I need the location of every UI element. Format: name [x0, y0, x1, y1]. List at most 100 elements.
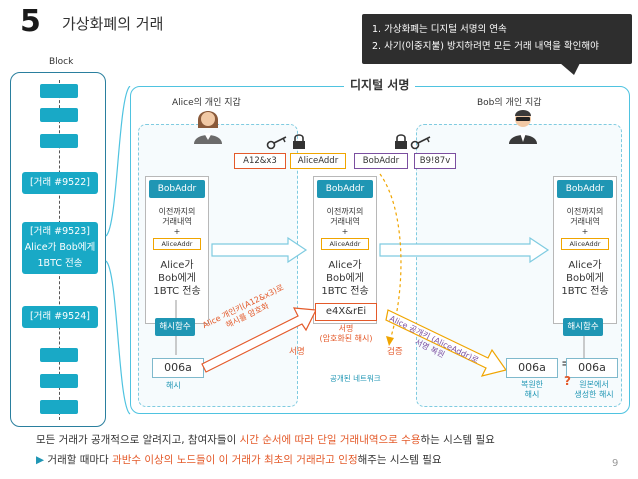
- key-icon: [410, 136, 431, 150]
- footer-text: 해주는 시스템 필요: [357, 454, 442, 466]
- restored-hash-value: 006a: [506, 358, 558, 378]
- original-caption-line: 생성한 해시: [574, 390, 614, 399]
- tx-card-network: BobAddr 이전까지의 거래내역 + AliceAddr Alice가 Bo…: [313, 176, 377, 324]
- hash-function-alice: 해시함수: [155, 318, 195, 336]
- card-recipient: BobAddr: [557, 180, 613, 198]
- card-sender-addr: AliceAddr: [321, 238, 369, 250]
- block-label: Block: [49, 57, 74, 67]
- page-title: 가상화폐의 거래: [62, 15, 164, 33]
- card-body-line: Bob에게: [566, 273, 604, 284]
- chain-block: [40, 348, 78, 362]
- card-prev-line: 이전까지의: [326, 207, 364, 216]
- card-body-line: 1BTC 전송: [561, 286, 609, 297]
- bob-wallet-title: Bob의 개인 지갑: [477, 98, 542, 108]
- card-prev-line: 거래내역: [162, 217, 192, 226]
- card-body-line: 1BTC 전송: [153, 286, 201, 297]
- chain-block: [40, 400, 78, 414]
- bob-public-key: BobAddr: [354, 153, 408, 169]
- lock-icon: [395, 134, 407, 149]
- card-prev-line: 이전까지의: [566, 207, 604, 216]
- card-body-line: Alice가: [568, 260, 602, 271]
- restored-caption-line: 해시: [524, 390, 540, 399]
- footer-text: 하는 시스템 필요: [420, 434, 495, 446]
- footer-line-1: 모든 거래가 공개적으로 알려지고, 참여자들이 시간 순서에 따라 단일 거래…: [36, 432, 495, 447]
- network-label: 공개된 네트워크: [330, 374, 381, 383]
- card-body-line: Bob에게: [326, 273, 364, 284]
- chain-block: [40, 134, 78, 148]
- encrypt-arrow: [201, 307, 317, 373]
- card-plus: +: [173, 227, 181, 236]
- card-prev-line: 거래내역: [330, 217, 360, 226]
- summary-callout: 1. 가상화폐는 디지털 서명의 연속 2. 사기(이중지불) 방지하려면 모든…: [362, 14, 632, 64]
- tx-9523-desc: Alice가 Bob에게: [24, 242, 96, 253]
- verify-label: 검증: [387, 347, 403, 357]
- diagram-title: 디지털 서명: [344, 76, 416, 93]
- chain-block: [40, 84, 78, 98]
- signature-value: e4X&rEi: [315, 303, 377, 321]
- card-prev-history: 이전까지의 거래내역 +: [554, 207, 616, 237]
- card-plus: +: [341, 227, 349, 236]
- callout-tail: [560, 63, 580, 75]
- card-prev-history: 이전까지의 거래내역 +: [314, 207, 376, 237]
- chain-block: [40, 108, 78, 122]
- original-hash-value: 006a: [566, 358, 618, 378]
- card-body-line: 1BTC 전송: [321, 286, 369, 297]
- callout-line-2: 2. 사기(이중지불) 방지하려면 모든 거래 내역을 확인해야: [372, 41, 599, 52]
- footer-line-2: ▶ 거래할 때마다 과반수 이상의 노드들이 이 거래가 최초의 거래라고 인정…: [36, 452, 442, 467]
- original-caption: 원본에서 생성한 해시: [566, 380, 622, 400]
- alice-wallet-title: Alice의 개인 지갑: [172, 98, 241, 108]
- restored-caption: 복원한 해시: [512, 380, 552, 400]
- card-prev-line: 이전까지의: [158, 207, 196, 216]
- card-body-line: Alice가: [160, 260, 194, 271]
- card-sender-addr: AliceAddr: [153, 238, 201, 250]
- signature-caption-line: (암호화된 해시): [319, 334, 373, 343]
- page-number: 9: [612, 458, 619, 469]
- hash-value-alice: 006a: [152, 358, 204, 378]
- footer-highlight: 시간 순서에 따라 단일 거래내역으로 수용: [239, 434, 421, 446]
- person-alice-icon: [194, 111, 222, 144]
- section-number: 5: [20, 4, 41, 39]
- tx-block-9522: [거래 #9522]: [22, 172, 98, 194]
- restored-caption-line: 복원한: [520, 380, 544, 389]
- decrypt-arrow: [385, 309, 507, 377]
- lock-icon: [293, 134, 305, 149]
- bob-private-key: B9!87v: [414, 153, 456, 169]
- card-plus: +: [581, 227, 589, 236]
- card-recipient: BobAddr: [149, 180, 205, 198]
- tx-block-9524: [거래 #9524]: [22, 306, 98, 328]
- card-body-line: Alice가: [328, 260, 362, 271]
- tx-block-9523: [거래 #9523] Alice가 Bob에게 1BTC 전송: [22, 222, 98, 274]
- transfer-arrow: [211, 236, 308, 264]
- blockchain-column: [10, 72, 106, 427]
- tx-card-alice: BobAddr 이전까지의 거래내역 + AliceAddr Alice가 Bo…: [145, 176, 209, 324]
- question-mark: ?: [564, 374, 571, 388]
- tx-card-bob: BobAddr 이전까지의 거래내역 + AliceAddr Alice가 Bo…: [553, 176, 617, 324]
- signature-caption-line: 서명: [338, 324, 354, 333]
- tx-9523-id: [거래 #9523]: [29, 226, 91, 237]
- alice-public-key: AliceAddr: [290, 153, 346, 169]
- card-prev-history: 이전까지의 거래내역 +: [146, 207, 208, 237]
- signature-caption: 서명 (암호화된 해시): [317, 324, 375, 344]
- footer-text: 모든 거래가 공개적으로 알려지고, 참여자들이: [36, 434, 240, 446]
- key-icon: [266, 136, 287, 150]
- tx-9523-amount: 1BTC 전송: [37, 258, 83, 269]
- person-bob-icon: [509, 110, 537, 144]
- transfer-arrow: [379, 236, 550, 264]
- card-recipient: BobAddr: [317, 180, 373, 198]
- card-transfer-desc: Alice가 Bob에게 1BTC 전송: [554, 259, 616, 298]
- card-body-line: Bob에게: [158, 273, 196, 284]
- bracket-connector: [105, 86, 131, 415]
- bullet-arrow-icon: ▶: [36, 454, 45, 466]
- footer-text: 거래할 때마다: [44, 454, 113, 466]
- original-caption-line: 원본에서: [579, 380, 609, 389]
- callout-line-1: 1. 가상화폐는 디지털 서명의 연속: [372, 24, 507, 35]
- card-transfer-desc: Alice가 Bob에게 1BTC 전송: [146, 259, 208, 298]
- footer-highlight: 과반수 이상의 노드들이 이 거래가 최초의 거래라고 인정: [112, 454, 358, 466]
- alice-private-key: A12&x3: [234, 153, 286, 169]
- sign-label: 서명: [289, 347, 305, 357]
- card-transfer-desc: Alice가 Bob에게 1BTC 전송: [314, 259, 376, 298]
- card-prev-line: 거래내역: [570, 217, 600, 226]
- hash-function-bob: 해시함수: [563, 318, 603, 336]
- hash-caption: 해시: [166, 381, 181, 390]
- card-sender-addr: AliceAddr: [561, 238, 609, 250]
